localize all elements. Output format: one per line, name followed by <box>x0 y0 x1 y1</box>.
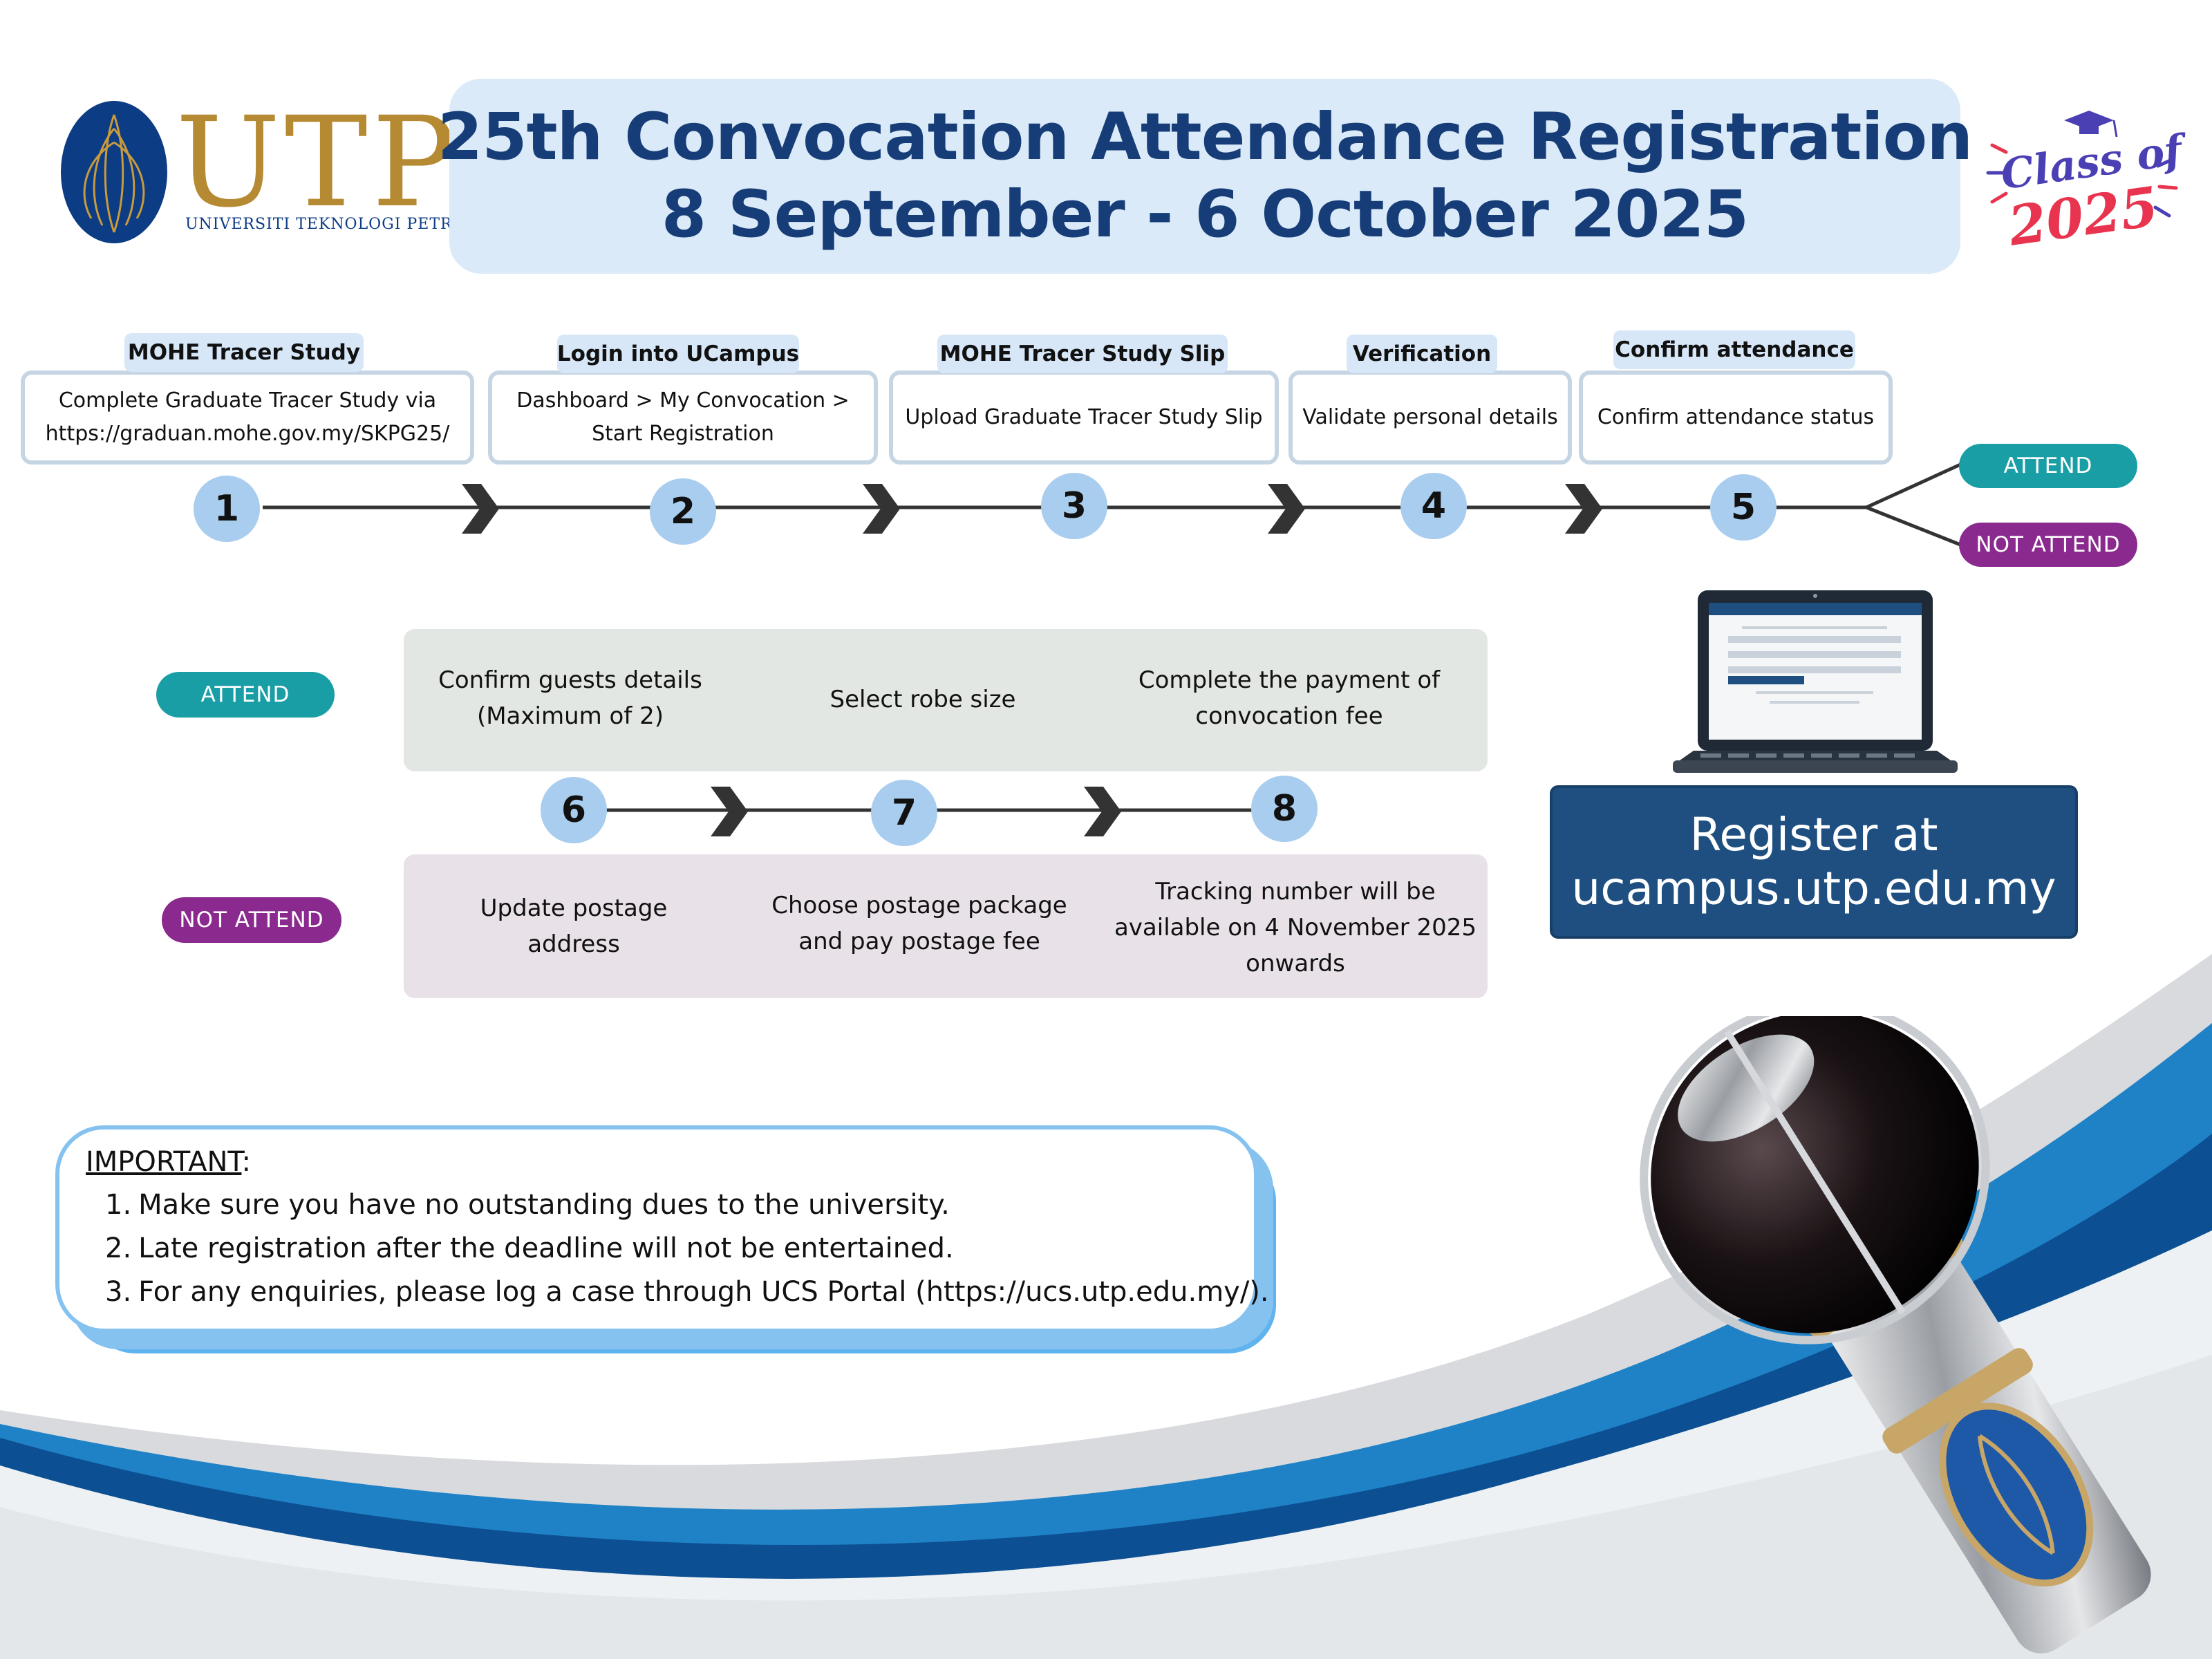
step-2-tab: Login into UCampus <box>557 335 799 373</box>
step-4-box: Validate personal details <box>1288 371 1572 465</box>
branch-not-attend-pill: NOT ATTEND <box>1959 523 2137 567</box>
utp-emblem-icon <box>61 101 167 243</box>
not-attend-item-tracking-line3: onwards <box>1246 950 1345 977</box>
step-4-number: 4 <box>1400 473 1467 539</box>
step-5-number: 5 <box>1710 474 1777 541</box>
step-1-box: Complete Graduate Tracer Study via https:… <box>21 371 474 465</box>
step-7-number: 7 <box>871 780 937 846</box>
register-box[interactable]: Register at ucampus.utp.edu.my <box>1550 785 2078 939</box>
step-5-tab: Confirm attendance <box>1613 330 1855 369</box>
attend-item-payment: Complete the payment of convocation fee <box>1106 662 1472 734</box>
attend-item-robe-line1: Select robe size <box>830 686 1016 713</box>
not-attend-item-postage-line1: Choose postage package <box>771 892 1067 919</box>
not-attend-item-tracking: Tracking number will be available on 4 N… <box>1103 874 1488 982</box>
title-banner: 25th Convocation Attendance Registration… <box>438 79 1973 274</box>
utp-logo: UTP UNIVERSITI TEKNOLOGI PETRONAS <box>61 94 502 246</box>
step-3-text: Upload Graduate Tracer Study Slip <box>905 405 1263 429</box>
step-2-box: Dashboard > My Convocation > Start Regist… <box>488 371 878 465</box>
register-url-link[interactable]: ucampus.utp.edu.my <box>1571 862 2056 915</box>
step-8-number: 8 <box>1251 776 1318 842</box>
important-notes: IMPORTANT: 1.Make sure you have no outst… <box>55 1125 1276 1353</box>
not-attend-item-tracking-line1: Tracking number will be <box>1155 878 1436 906</box>
utp-subtitle: UNIVERSITI TEKNOLOGI PETRONAS <box>185 216 503 233</box>
branch-split <box>1865 462 1962 547</box>
attend-item-payment-line2: convocation fee <box>1195 702 1383 730</box>
attend-item-guests-line1: Confirm guests details <box>438 666 702 694</box>
important-item-1: 1.Make sure you have no outstanding dues… <box>105 1189 950 1221</box>
step-1-text-line1: Complete Graduate Tracer Study via <box>58 388 437 413</box>
attend-item-guests: Confirm guests details (Maximum of 2) <box>408 662 733 734</box>
laptop-icon <box>1673 590 1958 773</box>
attend-item-robe: Select robe size <box>760 682 1085 718</box>
step-6-number: 6 <box>541 777 607 843</box>
important-item-1-text: Make sure you have no outstanding dues t… <box>138 1189 950 1221</box>
step-3-tab: MOHE Tracer Study Slip <box>937 335 1228 373</box>
not-attend-item-address-line2: address <box>527 930 620 958</box>
register-label: Register at <box>1689 808 1938 861</box>
step-4-text: Validate personal details <box>1302 405 1558 429</box>
ceremonial-mace-icon <box>1640 1016 2151 1653</box>
not-attend-item-tracking-line2: available on 4 November 2025 <box>1114 914 1477 941</box>
wave-bottom-gray <box>0 1355 2212 1659</box>
step-1-tab: MOHE Tracer Study <box>124 333 364 372</box>
important-item-2: 2.Late registration after the deadline w… <box>105 1232 954 1264</box>
step-5-box: Confirm attendance status <box>1579 371 1893 465</box>
class-of-2025-badge: Class of 2025 <box>1985 104 2185 263</box>
step-3-number: 3 <box>1041 473 1107 539</box>
attend-label: ATTEND <box>156 672 335 718</box>
step-2-number: 2 <box>650 478 716 545</box>
arrow-chevron-icon <box>462 484 1602 534</box>
not-attend-panel <box>404 854 1488 998</box>
step-1-number: 1 <box>194 476 260 542</box>
step-4-tab: Verification <box>1347 335 1497 373</box>
arrow-chevron-icon <box>711 787 1121 836</box>
important-heading-label: IMPORTANT <box>86 1146 242 1178</box>
not-attend-label: NOT ATTEND <box>162 897 341 943</box>
important-item-3: 3.For any enquiries, please log a case t… <box>105 1276 1269 1308</box>
not-attend-item-address: Update postage address <box>408 890 740 962</box>
utp-wordmark: UTP <box>176 91 460 235</box>
attend-panel <box>404 629 1488 771</box>
step-5-text: Confirm attendance status <box>1597 405 1875 429</box>
step-1-link[interactable]: https://graduan.mohe.gov.my/SKPG25/ <box>45 422 450 446</box>
important-item-3-text[interactable]: For any enquiries, please log a case thr… <box>138 1276 1269 1308</box>
important-heading-colon: : <box>241 1146 251 1178</box>
important-card <box>55 1125 1258 1333</box>
important-heading: IMPORTANT: <box>86 1141 251 1184</box>
important-item-2-text: Late registration after the deadline wil… <box>138 1232 954 1264</box>
date-range: 8 September - 6 October 2025 <box>661 177 1749 252</box>
branch-attend-pill: ATTEND <box>1959 444 2137 488</box>
mortarboard-icon <box>2064 111 2118 138</box>
not-attend-item-address-line1: Update postage <box>480 894 668 922</box>
not-attend-item-postage: Choose postage package and pay postage f… <box>747 888 1092 959</box>
attend-item-guests-line2: (Maximum of 2) <box>476 702 664 730</box>
step-2-text-line2: Start Registration <box>592 422 774 446</box>
not-attend-item-postage-line2: and pay postage fee <box>798 928 1040 955</box>
page-title: 25th Convocation Attendance Registration <box>437 100 1973 175</box>
attend-item-payment-line1: Complete the payment of <box>1138 666 1441 694</box>
step-2-text-line1: Dashboard > My Convocation > <box>516 388 850 413</box>
